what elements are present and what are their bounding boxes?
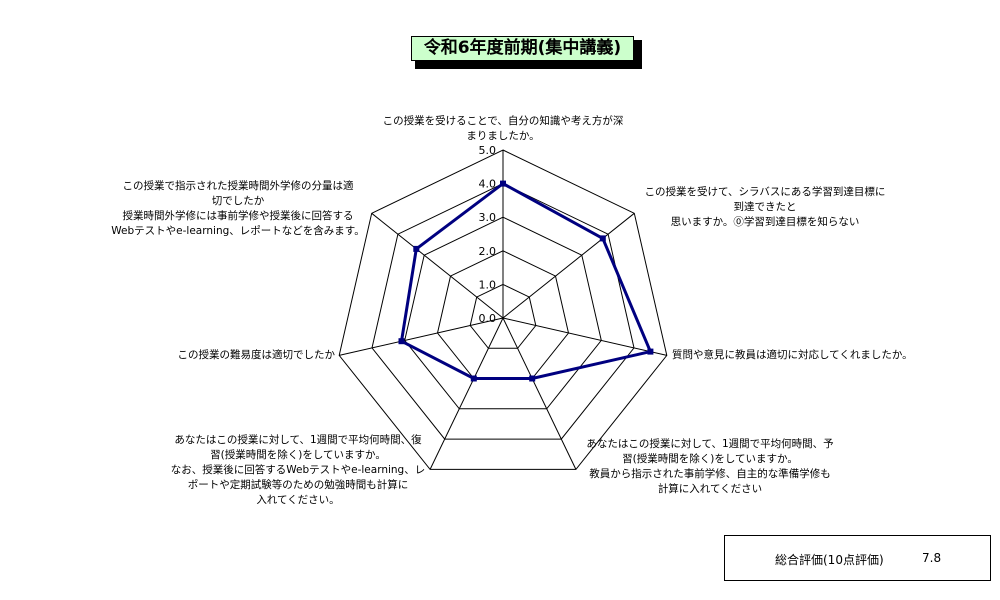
grid-ring-4 xyxy=(371,183,635,440)
radial-tick-labels: 0.0 1.0 2.0 3.0 4.0 5.0 xyxy=(479,144,497,325)
data-point-3 xyxy=(647,348,654,355)
axis-label-line: Webテストやe-learning、レポートなどを含みます。 xyxy=(111,224,364,237)
axis-label-line: この授業の難易度は適切でしたか xyxy=(178,348,336,361)
axis-label-line: この授業で指示された授業時間外学修の分量は適 xyxy=(123,179,354,192)
axis-label-line: 入れてください。 xyxy=(256,494,339,506)
axis-spoke-4 xyxy=(502,317,577,470)
series-line xyxy=(399,181,653,380)
axis-label-line: 思いますか。⓪学習到達目標を知らない xyxy=(671,215,860,228)
overall-score-label: 総合評価(10点評価) xyxy=(775,553,884,567)
axis-label-line: 到達できたと xyxy=(734,201,797,213)
axis-labels: この授業を受けることで、自分の知識や考え方が深まりましたか。この授業を受けて、シ… xyxy=(111,114,912,506)
axis-spoke-6 xyxy=(339,317,504,356)
axis-label-line: あなたはこの授業に対して、1週間で平均何時間、予 xyxy=(586,437,833,450)
axis-label-6: この授業の難易度は適切でしたか xyxy=(178,348,336,361)
chart-title: 令和6年度前期(集中講義) xyxy=(411,36,634,61)
axis-label-line: 習(授業時間を除く)をしていますか。 xyxy=(210,448,386,461)
axis-label-2: この授業を受けて、シラバスにある学習到達目標に到達できたと思いますか。⓪学習到達… xyxy=(645,185,886,228)
axis-label-line: 教員から指示された事前学修、自主的な準備学修も xyxy=(589,467,831,480)
axis-label-line: 切でしたか xyxy=(212,195,265,207)
data-point-4 xyxy=(529,375,536,382)
grid-ring-3 xyxy=(404,216,602,410)
grid-ring-1 xyxy=(469,283,537,349)
axis-label-line: 質問や意見に教員は適切に対応してくれましたか。 xyxy=(672,348,913,361)
axis-spoke-7 xyxy=(371,212,504,319)
axis-spoke-2 xyxy=(502,212,635,319)
data-point-6 xyxy=(398,338,405,345)
axis-label-line: ポートや定期試験等のための勉強時間も計算に xyxy=(188,478,409,491)
axis-label-line: まりましたか。 xyxy=(466,130,539,142)
data-point-2 xyxy=(599,235,606,242)
axis-label-line: この授業を受けて、シラバスにある学習到達目標に xyxy=(645,185,886,198)
axis-label-line: 習(授業時間を除く)をしていますか。 xyxy=(622,452,798,465)
axis-label-7: この授業で指示された授業時間外学修の分量は適切でしたか授業時間外学修には事前学修… xyxy=(111,179,364,237)
data-point-7 xyxy=(413,245,420,252)
axis-label-4: あなたはこの授業に対して、1週間で平均何時間、予習(授業時間を除く)をしています… xyxy=(586,437,833,495)
tick-label: 2.0 xyxy=(479,245,497,258)
radar-grid xyxy=(338,149,668,470)
axis-label-line: この授業を受けることで、自分の知識や考え方が深 xyxy=(383,114,624,127)
axis-spoke-5 xyxy=(429,317,504,470)
tick-label: 5.0 xyxy=(479,144,497,157)
axis-spoke-3 xyxy=(502,317,667,356)
data-point-1 xyxy=(500,180,506,187)
axis-label-line: あなたはこの授業に対して、1週間で平均何時間、復 xyxy=(174,433,422,446)
axis-label-3: 質問や意見に教員は適切に対応してくれましたか。 xyxy=(672,348,913,361)
overall-score-box: 総合評価(10点評価) 7.8 xyxy=(724,535,991,581)
overall-score-value: 7.8 xyxy=(922,551,942,565)
tick-label: 0.0 xyxy=(479,312,497,325)
axis-label-line: なお、授業後に回答するWebテストやe-learning、レ xyxy=(171,463,425,476)
tick-label: 4.0 xyxy=(479,178,497,191)
axis-label-5: あなたはこの授業に対して、1週間で平均何時間、復習(授業時間を除く)をしています… xyxy=(171,433,425,506)
grid-ring-5 xyxy=(338,149,668,470)
tick-label: 1.0 xyxy=(479,278,497,291)
tick-label: 3.0 xyxy=(479,211,497,224)
radar-series xyxy=(398,180,654,382)
axis-label-line: 授業時間外学修には事前学修や授業後に回答する xyxy=(123,209,354,222)
data-point-5 xyxy=(470,375,477,382)
axis-label-line: 計算に入れてください xyxy=(658,482,762,495)
